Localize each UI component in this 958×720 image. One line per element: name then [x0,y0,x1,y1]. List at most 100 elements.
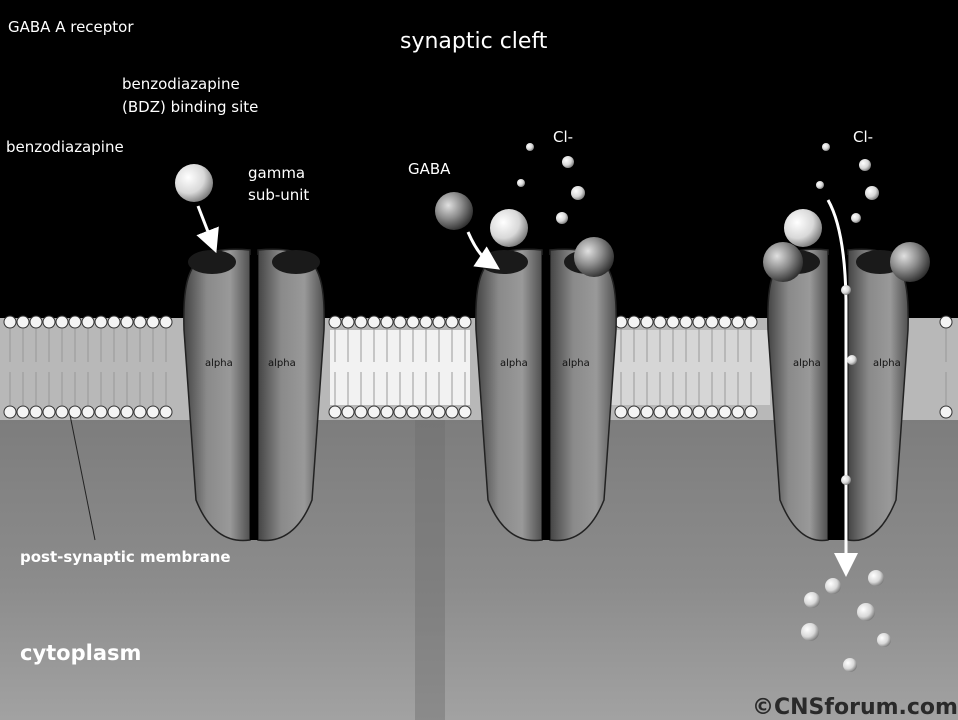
cytoplasm-label: cytoplasm [20,640,141,666]
bdz-site-label-line1: benzodiazapine [122,75,240,94]
lipid-head [719,316,731,328]
subunit-alpha-label-6: alpha [873,358,901,371]
benzodiazapine-label: benzodiazapine [6,138,124,157]
lipid-head [368,406,380,418]
chloride-ion [841,475,851,485]
ion-channel-pore [542,255,550,540]
lipid-head [355,316,367,328]
lipid-head [940,316,952,328]
lipid-head [706,316,718,328]
lipid-head [69,316,81,328]
lipid-head [56,406,68,418]
receptor-open [768,249,908,540]
lipid-head [706,406,718,418]
lipid-head [732,316,744,328]
lipid-head [30,316,42,328]
lipid-head [160,406,172,418]
chloride-ion [804,592,820,608]
receptor-resting [184,249,324,540]
subunit-alpha-label-3: alpha [500,358,528,371]
lipid-head [394,316,406,328]
lipid-head [121,316,133,328]
lipid-head [745,316,757,328]
lipid-head [17,406,29,418]
gaba-molecule-right-open [890,242,930,282]
lipid-head [95,316,107,328]
lipid-head [30,406,42,418]
lipid-head [342,316,354,328]
lipid-head [615,406,627,418]
receptors-group [184,249,908,540]
synaptic-cleft-label: synaptic cleft [400,28,547,56]
chloride-ion [877,633,891,647]
chloride-ion [847,355,857,365]
subunit-alpha-label-1: alpha [205,358,233,371]
lipid-head [134,316,146,328]
chloride-ion [859,159,871,171]
lipid-head [108,406,120,418]
lipid-head [121,406,133,418]
binding-pocket [188,250,236,274]
subunit-alpha-label-4: alpha [562,358,590,371]
lipid-head [43,316,55,328]
lipid-head [95,406,107,418]
bdz-molecule-bound [490,209,528,247]
lipid-head [459,406,471,418]
chloride-ion [526,143,534,151]
lipid-head [69,406,81,418]
chloride-ion [843,658,857,672]
lipid-head [4,316,16,328]
chloride-ion [571,186,585,200]
gamma-subunit-label-line1: gamma [248,164,305,183]
lipid-head [420,406,432,418]
lipid-head [17,316,29,328]
bdz-molecule-bound-open [784,209,822,247]
subunit-alpha-label-5: alpha [793,358,821,371]
receptor-gaba-bound [476,249,616,540]
lipid-head [147,316,159,328]
lipid-head [4,406,16,418]
lipid-head [628,406,640,418]
lipid-head [628,316,640,328]
post-synaptic-membrane-label: post-synaptic membrane [20,548,231,567]
lipid-head [641,406,653,418]
lipid-head [355,406,367,418]
gaba-molecule [435,192,473,230]
lipid-head [82,316,94,328]
lipid-head [56,316,68,328]
lipid-head [147,406,159,418]
chloride-ion [801,623,819,641]
lipid-head [940,406,952,418]
chloride-ion [851,213,861,223]
lipid-head [160,316,172,328]
lipid-head [43,406,55,418]
lipid-head [368,316,380,328]
lipid-head [693,316,705,328]
chloride-ion [865,186,879,200]
binding-pocket [272,250,320,274]
ion-channel-pore [250,255,258,540]
benzodiazapine-molecule [175,164,213,202]
lipid-head [329,406,341,418]
lipid-head [420,316,432,328]
lipid-head [108,316,120,328]
chloride-ion [562,156,574,168]
lipid-head [680,406,692,418]
gaba-label: GABA [408,160,450,179]
lipid-head [82,406,94,418]
lipid-head [394,406,406,418]
lipid-head [641,316,653,328]
lipid-head [732,406,744,418]
chloride-ion [841,285,851,295]
subunit-alpha-label-2: alpha [268,358,296,371]
chloride-label-middle: Cl- [553,128,573,147]
lipid-head [654,316,666,328]
lipid-head [134,406,146,418]
gaba-molecule-bound [574,237,614,277]
lipid-head [654,406,666,418]
lipid-head [667,406,679,418]
gamma-subunit-label-line2: sub-unit [248,186,309,205]
lipid-head [459,316,471,328]
cnsforum-watermark: ©CNSforum.com [752,694,958,720]
